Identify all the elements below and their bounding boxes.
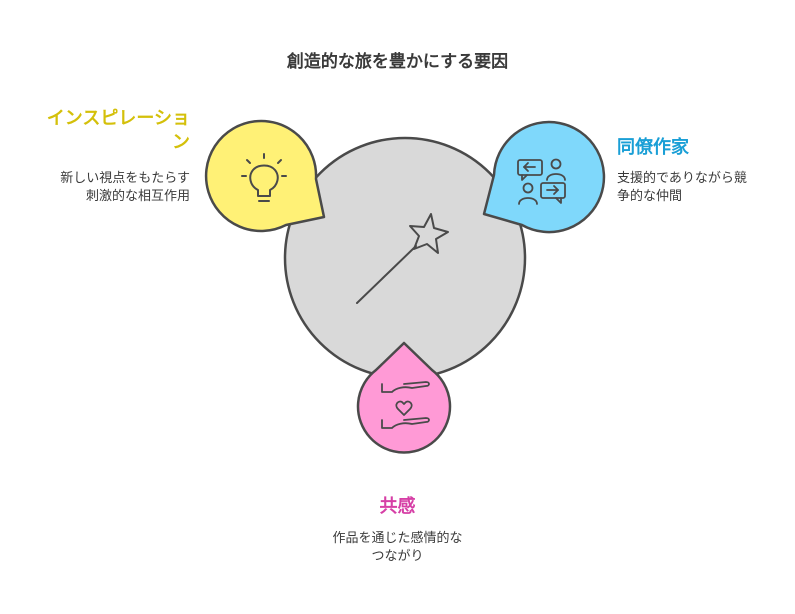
colleagues-description: 支援的でありながら競 争的な仲間 bbox=[617, 171, 747, 204]
colleagues-node bbox=[482, 120, 606, 234]
hand-heart-icon bbox=[381, 381, 430, 429]
empathy-node bbox=[356, 341, 452, 454]
diagram-title: 創造的な旅を豊かにする要因 bbox=[286, 52, 509, 72]
inspiration-node bbox=[204, 119, 326, 233]
magic-wand-icon bbox=[356, 213, 449, 304]
inspiration-heading: インスピレーショ ン bbox=[46, 108, 190, 153]
conversation-icon bbox=[517, 158, 566, 205]
colleagues-heading: 同僚作家 bbox=[617, 137, 689, 158]
empathy-description: 作品を通じた感情的な つながり bbox=[332, 531, 463, 564]
empathy-heading: 共感 bbox=[379, 496, 416, 517]
inspiration-description: 新しい視点をもたらす 刺激的な相互作用 bbox=[60, 171, 190, 204]
lightbulb-icon bbox=[241, 153, 287, 202]
